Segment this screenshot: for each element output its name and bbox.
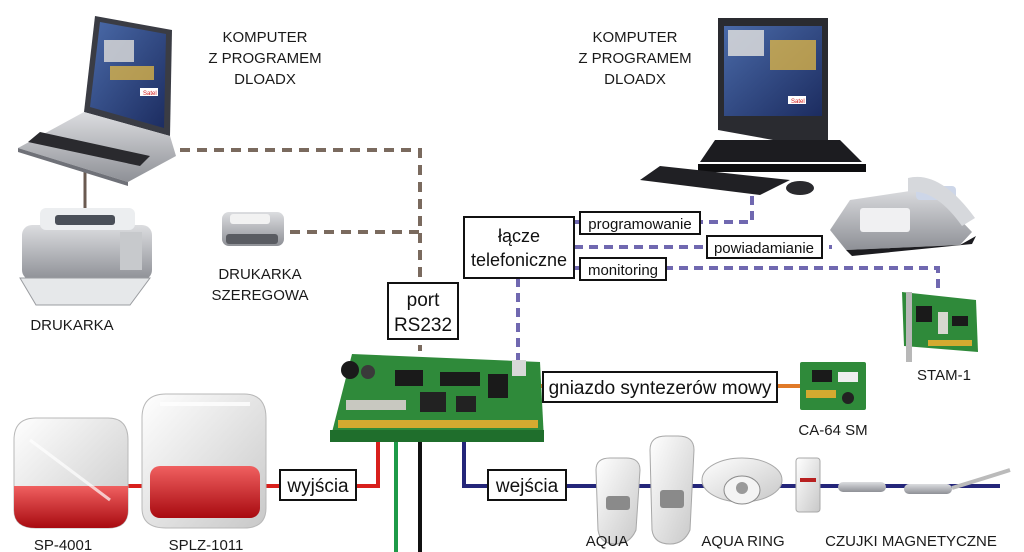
aqua-caption: AQUA	[586, 533, 629, 550]
monitoring-box: monitoring	[579, 257, 667, 281]
desktop-caption-line-3: DLOADX	[604, 71, 666, 88]
inputs-label: wejścia	[495, 476, 559, 497]
printer-caption: DRUKARKA	[30, 317, 113, 334]
aqua-detector-2	[649, 435, 695, 545]
laptop-rs232-line	[163, 148, 422, 292]
port-rs232-box: port RS232	[387, 282, 459, 340]
sp4001-caption: SP-4001	[34, 537, 92, 552]
speech-synth-label: gniazdo syntezerów mowy	[549, 378, 772, 399]
desktop-caption-line-1: KOMPUTER	[592, 29, 677, 46]
magnetic-detector-box	[795, 457, 821, 513]
programming-line	[574, 196, 754, 224]
laptop-caption-line-1: KOMPUTER	[222, 29, 307, 46]
ca64sm-module	[800, 362, 866, 410]
aqua-ring-caption: AQUA RING	[701, 533, 784, 550]
desktop-caption: KOMPUTER Z PROGRAMEM DLOADX	[578, 29, 691, 88]
splz1011-siren	[141, 393, 267, 529]
rs232-label: RS232	[394, 315, 452, 336]
laptop: Satel	[18, 16, 176, 186]
aqua-ring-detector	[701, 457, 783, 505]
inputs-box: wejścia	[487, 469, 567, 501]
serial-printer	[222, 212, 284, 246]
programming-label: programowanie	[588, 216, 691, 233]
phone-line-box: łącze telefoniczne	[463, 216, 575, 279]
desktop-computer: Satel	[640, 18, 866, 195]
phone-line-label-1: łącze	[498, 226, 540, 246]
laptop-caption-line-2: Z PROGRAMEM	[208, 50, 321, 67]
magnetic-caption: CZUJKI MAGNETYCZNE	[825, 533, 997, 550]
desktop-caption-line-2: Z PROGRAMEM	[578, 50, 691, 67]
serial-printer-caption-1: DRUKARKA	[218, 266, 301, 283]
laptop-screen-logo: Satel	[143, 91, 157, 97]
ca64sm-caption: CA-64 SM	[798, 422, 867, 439]
stam-caption: STAM-1	[917, 367, 971, 384]
notification-label: powiadamianie	[714, 240, 814, 257]
speech-synth-box: gniazdo syntezerów mowy	[542, 371, 778, 403]
stam-module	[902, 292, 978, 362]
port-label: port	[407, 290, 440, 311]
serial-printer-caption-2: SZEREGOWA	[212, 287, 309, 304]
control-panel-board	[330, 354, 544, 442]
programming-box: programowanie	[579, 211, 701, 235]
aqua-detector	[595, 457, 641, 545]
telephone	[830, 176, 976, 256]
phone-line-label-2: telefoniczne	[471, 250, 567, 270]
laptop-caption-line-3: DLOADX	[234, 71, 296, 88]
sp4001-siren	[13, 417, 129, 529]
desktop-screen-logo: Satel	[791, 99, 805, 105]
inputs-line	[462, 440, 1000, 488]
monitoring-label: monitoring	[588, 262, 658, 279]
magnetic-sensors	[838, 468, 1011, 494]
splz1011-caption: SPLZ-1011	[169, 537, 244, 552]
inkjet-printer	[19, 208, 152, 306]
laptop-caption: KOMPUTER Z PROGRAMEM DLOADX	[208, 29, 321, 88]
outputs-box: wyjścia	[279, 469, 357, 501]
notification-box: powiadamianie	[706, 235, 823, 259]
outputs-label: wyjścia	[286, 476, 349, 497]
monitoring-line	[574, 266, 940, 290]
